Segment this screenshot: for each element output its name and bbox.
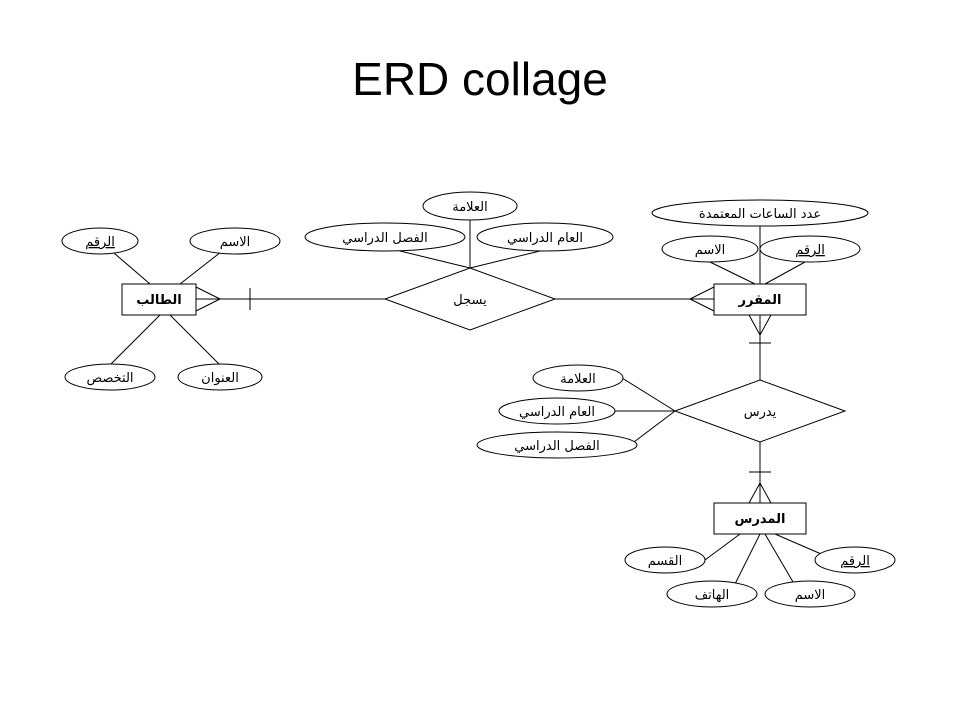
relationship-teaches: يدرس (673, 379, 847, 443)
attribute-course-id: الرقم (759, 235, 861, 263)
attribute-course-name: الاسم (661, 235, 759, 263)
attribute-enroll-grade-label: العلامة (452, 200, 488, 215)
attribute-teacher-name-label: الاسم (795, 588, 826, 603)
slide-title: ERD collage (352, 53, 608, 105)
cardinality-marks (195, 286, 772, 504)
attribute-teacher-department-label: القسم (648, 554, 682, 569)
entity-teacher-label: المدرس (735, 512, 786, 527)
attribute-teacher-id-label: الرقم (840, 554, 870, 569)
attribute-enroll-year-label: العام الدراسي (507, 231, 583, 246)
entity-course-label: المقرر (738, 293, 782, 308)
attribute-enroll-semester: الفصل الدراسي (304, 222, 466, 252)
entity-student: الطالب (121, 283, 197, 316)
relationship-teaches-label: يدرس (744, 405, 777, 420)
attribute-course-id-label: الرقم (795, 243, 825, 258)
attribute-enroll-year: العام الدراسي (476, 222, 614, 252)
attribute-course-credit-hours-label: عدد الساعات المعتمدة (699, 207, 821, 222)
entity-student-label: الطالب (136, 293, 182, 308)
attribute-student-name-label: الاسم (220, 235, 251, 250)
attribute-student-id-label: الرقم (85, 235, 115, 250)
attribute-teach-grade-label: العلامة (560, 372, 596, 387)
attribute-course-credit-hours: عدد الساعات المعتمدة (651, 199, 869, 227)
attribute-enroll-grade: العلامة (422, 191, 518, 221)
attribute-teacher-id: الرقم (814, 546, 896, 574)
attribute-student-major: التخصص (64, 363, 156, 391)
relationship-enrolls: يسجل (383, 267, 557, 331)
relationship-enrolls-label: يسجل (453, 293, 487, 308)
attribute-course-name-label: الاسم (695, 243, 726, 258)
entity-teacher: المدرس (713, 502, 807, 535)
attribute-teach-semester-label: الفصل الدراسي (514, 439, 599, 454)
attribute-teacher-department: القسم (624, 546, 706, 574)
attribute-enroll-semester-label: الفصل الدراسي (342, 231, 427, 246)
attribute-student-id: الرقم (61, 227, 139, 255)
attribute-teach-grade: العلامة (532, 364, 624, 392)
attribute-student-major-label: التخصص (86, 371, 133, 386)
entity-course: المقرر (713, 283, 807, 316)
attribute-student-address-label: العنوان (201, 371, 239, 386)
attribute-teacher-phone-label: الهاتف (695, 588, 730, 603)
attribute-teach-year: العام الدراسي (498, 397, 616, 425)
attribute-student-name: الاسم (189, 227, 281, 255)
attribute-teacher-phone: الهاتف (666, 580, 758, 608)
attribute-teach-year-label: العام الدراسي (519, 405, 595, 420)
attribute-student-address: العنوان (177, 363, 263, 391)
attribute-teacher-name: الاسم (764, 580, 856, 608)
attribute-teach-semester: الفصل الدراسي (476, 431, 638, 459)
